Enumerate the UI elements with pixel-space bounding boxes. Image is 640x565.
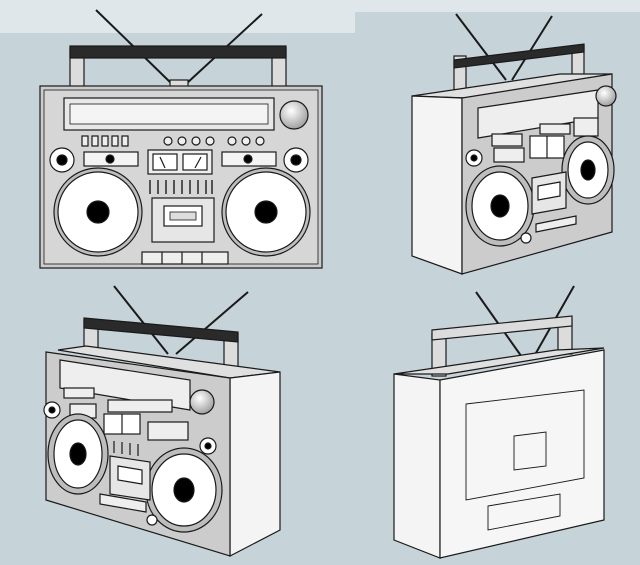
meter-icon	[529, 135, 565, 159]
boombox-back-view	[393, 285, 605, 559]
back-face	[439, 349, 605, 559]
knob-icon	[279, 100, 309, 130]
meter-icon	[103, 413, 141, 435]
knob-icon	[595, 85, 617, 107]
antenna-icon	[455, 13, 553, 81]
carry-handle	[431, 315, 573, 377]
side-face	[393, 373, 441, 559]
side-face	[411, 95, 463, 275]
cassette-icon	[531, 171, 567, 215]
top-right-band	[355, 0, 640, 12]
back-panel-outline	[465, 389, 585, 531]
equalizer	[149, 180, 213, 194]
button-row	[81, 135, 265, 147]
top-left-band	[0, 0, 355, 33]
speaker-icon	[53, 167, 311, 257]
meter-icon	[147, 149, 213, 175]
speaker-icon	[465, 135, 615, 247]
knob-icon	[189, 389, 215, 415]
antenna-icon	[113, 285, 249, 355]
equalizer	[105, 440, 139, 456]
speaker-icon	[47, 413, 223, 533]
cassette-icon	[109, 455, 151, 501]
boombox-three-quarter-left-view	[43, 285, 281, 557]
top-face	[393, 347, 605, 375]
cassette-icon	[151, 197, 215, 243]
boombox-front-view	[39, 9, 323, 269]
side-face	[229, 371, 281, 557]
boombox-three-quarter-right-view	[411, 13, 617, 275]
